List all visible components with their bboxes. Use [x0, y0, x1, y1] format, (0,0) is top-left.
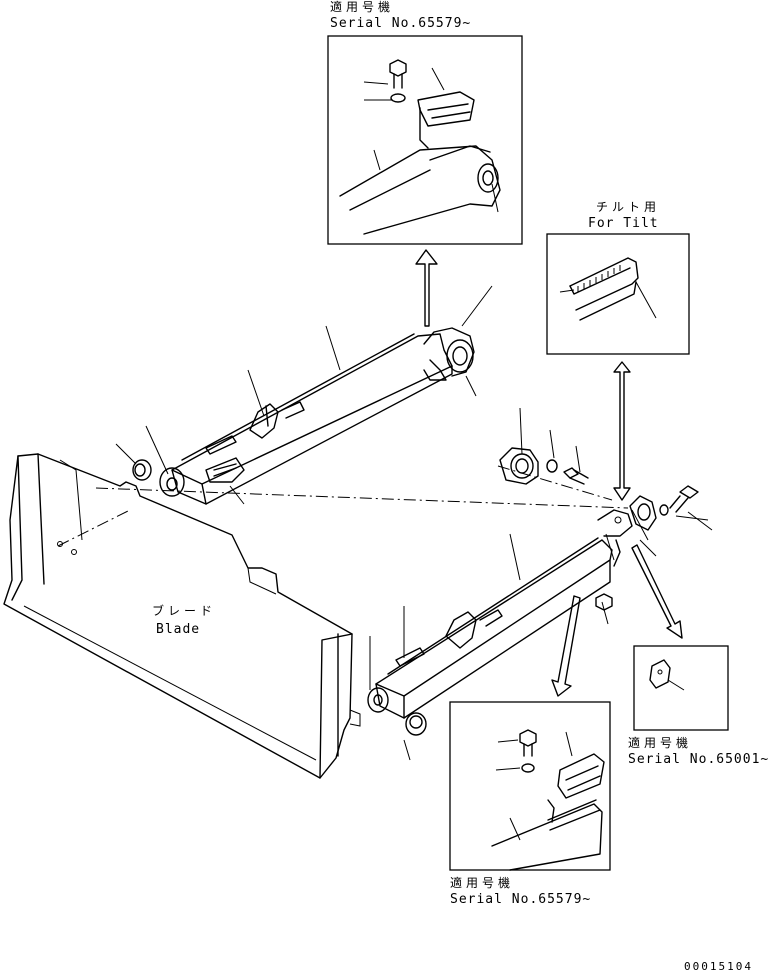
centerline-tilt — [497, 465, 613, 501]
callout-top-jp: 適用号機 — [330, 0, 395, 14]
callout-top-serial: Serial No.65579~ — [330, 16, 472, 31]
bushing-lower — [405, 712, 427, 736]
blade — [3, 453, 361, 779]
arrow-down-to-right-box — [631, 544, 683, 639]
detail-right-parts — [649, 659, 685, 691]
arrow-down-to-bottom-box — [551, 595, 581, 697]
tilt-bracket — [499, 447, 539, 485]
tilt-bolt — [563, 467, 589, 485]
reference-number: 00015104 — [684, 960, 753, 973]
callout-bottom-serial: Serial No.65579~ — [450, 892, 592, 907]
centerline-upper — [57, 487, 629, 547]
arrow-double-tilt — [613, 361, 631, 501]
callout-bottom-jp: 適用号機 — [450, 876, 515, 890]
frame-upper — [159, 327, 475, 505]
detail-box-bottom — [449, 701, 611, 871]
frame-lower — [367, 509, 633, 719]
leader-lines — [115, 285, 713, 761]
detail-box-right — [633, 645, 729, 731]
arrow-up-to-top-box — [415, 249, 438, 327]
detail-box-top — [327, 35, 523, 245]
bushing-upper — [132, 459, 152, 481]
callout-right-serial: Serial No.65001~ — [628, 752, 770, 767]
blade-label-en: Blade — [156, 622, 201, 637]
right-washer — [659, 504, 669, 516]
detail-box-tilt — [546, 233, 690, 355]
detail-bottom-parts — [491, 729, 605, 871]
right-bolt — [669, 485, 699, 513]
tilt-washer — [546, 459, 558, 473]
blade-label-jp: ブレード — [152, 604, 217, 618]
right-cap — [629, 495, 657, 531]
callout-tilt-en: For Tilt — [588, 216, 659, 231]
callout-right-jp: 適用号機 — [628, 736, 693, 750]
detail-tilt-parts — [559, 257, 657, 321]
nut-lower — [595, 593, 613, 611]
callout-tilt-jp: チルト用 — [596, 200, 661, 214]
detail-top-parts — [339, 59, 501, 235]
